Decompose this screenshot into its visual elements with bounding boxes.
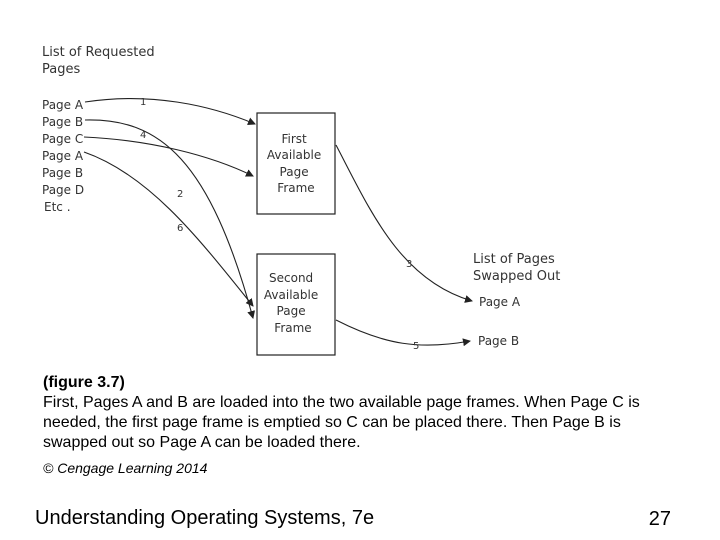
book-title: Understanding Operating Systems, 7e bbox=[35, 507, 375, 529]
step-number-5: 5 bbox=[413, 341, 419, 352]
requested-page-5: Page B bbox=[42, 166, 83, 180]
requested-page-6: Page D bbox=[42, 183, 84, 197]
requested-page-2: Page B bbox=[42, 115, 83, 129]
second-frame-label: Second Available Page Frame bbox=[264, 271, 322, 335]
arrow-step-2 bbox=[83, 136, 254, 177]
arrow-step-1 bbox=[84, 98, 256, 125]
swapped-page-a: Page A bbox=[479, 295, 521, 309]
step-number-1: 1 bbox=[140, 97, 146, 108]
swapped-page-b: Page B bbox=[478, 334, 519, 348]
arrow-step-4 bbox=[84, 119, 256, 319]
caption-text: First, Pages A and B are loaded into the… bbox=[43, 394, 640, 451]
step-number-6: 6 bbox=[177, 223, 183, 234]
requested-list-title: List of Requested Pages bbox=[42, 45, 159, 77]
arrow-step-5 bbox=[335, 319, 471, 347]
second-page-frame bbox=[256, 253, 336, 356]
page-number: 27 bbox=[648, 508, 671, 530]
swapped-list-title: List of Pages Swapped Out bbox=[473, 252, 560, 284]
step-number-3: 3 bbox=[406, 259, 412, 270]
copyright-notice: © Cengage Learning 2014 bbox=[43, 460, 208, 476]
page-replacement-diagram: List of Requested Pages Page A Page B Pa… bbox=[42, 45, 560, 356]
step-number-4: 4 bbox=[140, 130, 146, 141]
step-number-2: 2 bbox=[177, 189, 183, 200]
arrow-step-3 bbox=[335, 144, 473, 303]
first-page-frame bbox=[256, 112, 336, 215]
requested-page-3: Page C bbox=[42, 132, 83, 146]
requested-page-etc: Etc . bbox=[44, 200, 71, 214]
arrow-step-6 bbox=[83, 151, 254, 307]
first-frame-label: First Available Page Frame bbox=[267, 132, 325, 195]
figure-caption: (figure 3.7) First, Pages A and B are lo… bbox=[43, 373, 683, 453]
figure-label: (figure 3.7) bbox=[43, 374, 125, 391]
requested-page-4: Page A bbox=[42, 149, 84, 163]
requested-page-1: Page A bbox=[42, 98, 84, 112]
